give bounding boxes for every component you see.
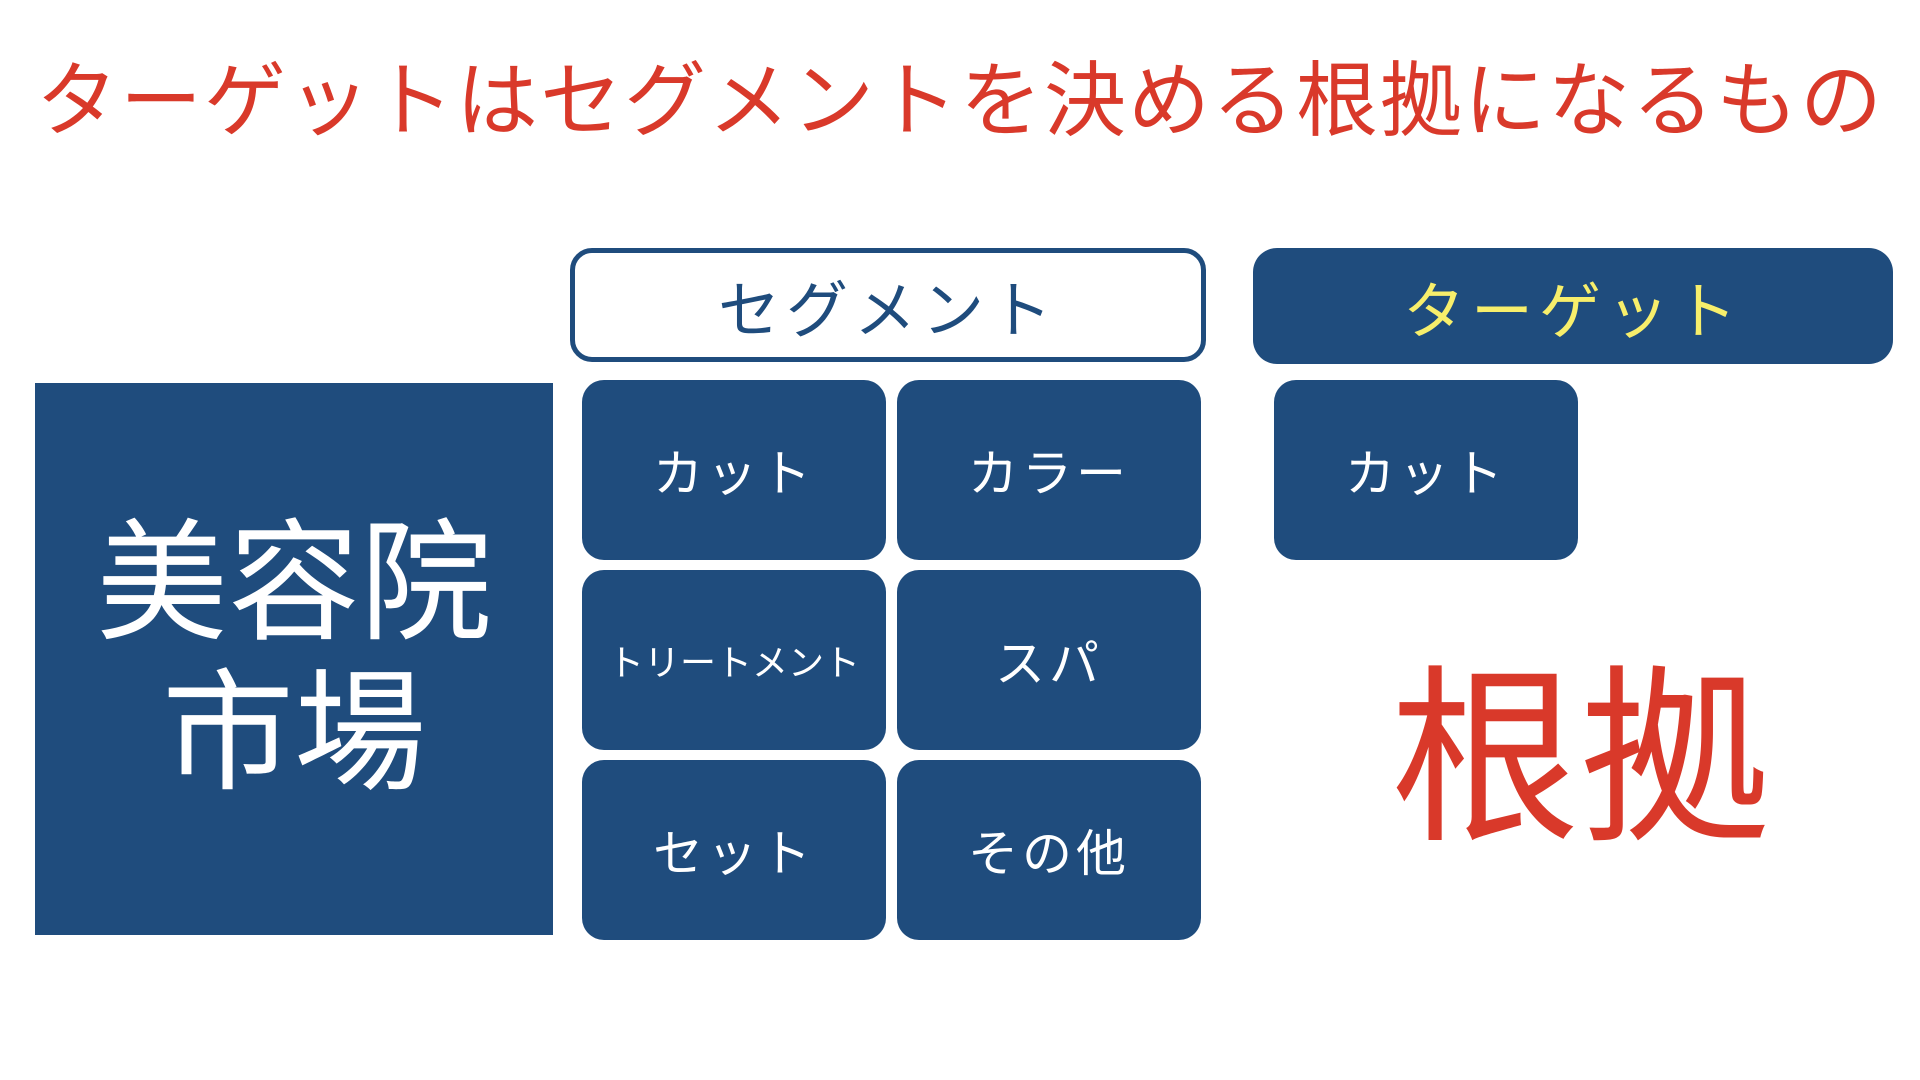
segment-header: セグメント: [570, 248, 1206, 362]
target-item-cut: カット: [1274, 380, 1578, 560]
segment-item-other: その他: [897, 760, 1201, 940]
page-title: ターゲットはセグメントを決める根拠になるもの: [35, 54, 1884, 149]
segment-item-spa: スパ: [897, 570, 1201, 750]
market-box: 美容院 市場: [35, 383, 553, 935]
target-header: ターゲット: [1253, 248, 1893, 364]
basis-label: 根拠: [1389, 649, 1770, 870]
segment-item-set: セット: [582, 760, 886, 940]
market-label-line2: 市場: [162, 657, 426, 811]
market-label-line1: 美容院: [96, 507, 492, 661]
segment-item-color: カラー: [897, 380, 1201, 560]
segment-item-cut: カット: [582, 380, 886, 560]
segment-item-treatment: トリートメント: [582, 570, 886, 750]
